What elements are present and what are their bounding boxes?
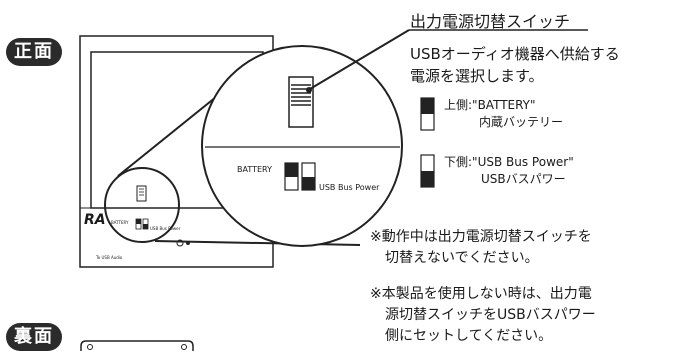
zoom-usb-label: USB Bus Power: [319, 183, 380, 192]
callout-desc-line2: 電源を選択します。: [410, 67, 544, 85]
zoom-battery-label: BATTERY: [237, 165, 272, 174]
device-connector-icon: [176, 239, 184, 247]
callout-title: 出力電源切替スイッチ: [410, 12, 571, 31]
device-logo: RA: [84, 212, 106, 228]
note2-line2: 源切替スイッチをUSBバスパワー: [385, 307, 596, 323]
note1-line2: 切替えないでください。: [385, 250, 539, 266]
legend-upper-line1: 上側:"BATTERY": [444, 98, 536, 112]
front-badge-label: 正面: [14, 41, 54, 62]
zoom-line-bottom: [154, 240, 361, 246]
legend-lower-line1: 下側:"USB Bus Power": [444, 155, 574, 169]
legend-upper-line2: 内蔵バッテリー: [479, 115, 564, 129]
device-battery-small-label: BATTERY: [111, 220, 129, 225]
note2-line1: ※本製品を使用しない時は、出力電: [370, 286, 592, 302]
note2-line3: 側にセットしてください。: [385, 328, 553, 344]
front-badge: 正面: [6, 38, 62, 66]
back-badge-label: 裏面: [14, 326, 54, 347]
callout-leader: [309, 29, 410, 90]
callout-desc-line1: USBオーディオ機器へ供給する: [410, 45, 620, 63]
device-small-switch: [136, 185, 147, 202]
note1-line1: ※動作中は出力電源切替スイッチを: [370, 229, 592, 245]
back-badge: 裏面: [6, 323, 62, 351]
zoom-source-circle: [104, 167, 180, 243]
device-body-back: [80, 340, 194, 351]
device-usb-small-label: USB Bus Power: [150, 226, 181, 231]
zoom-circle: [201, 45, 403, 247]
device-port-small-label: To USB Audio: [96, 255, 123, 260]
legend-lower-line2: USBバスパワー: [481, 172, 566, 186]
